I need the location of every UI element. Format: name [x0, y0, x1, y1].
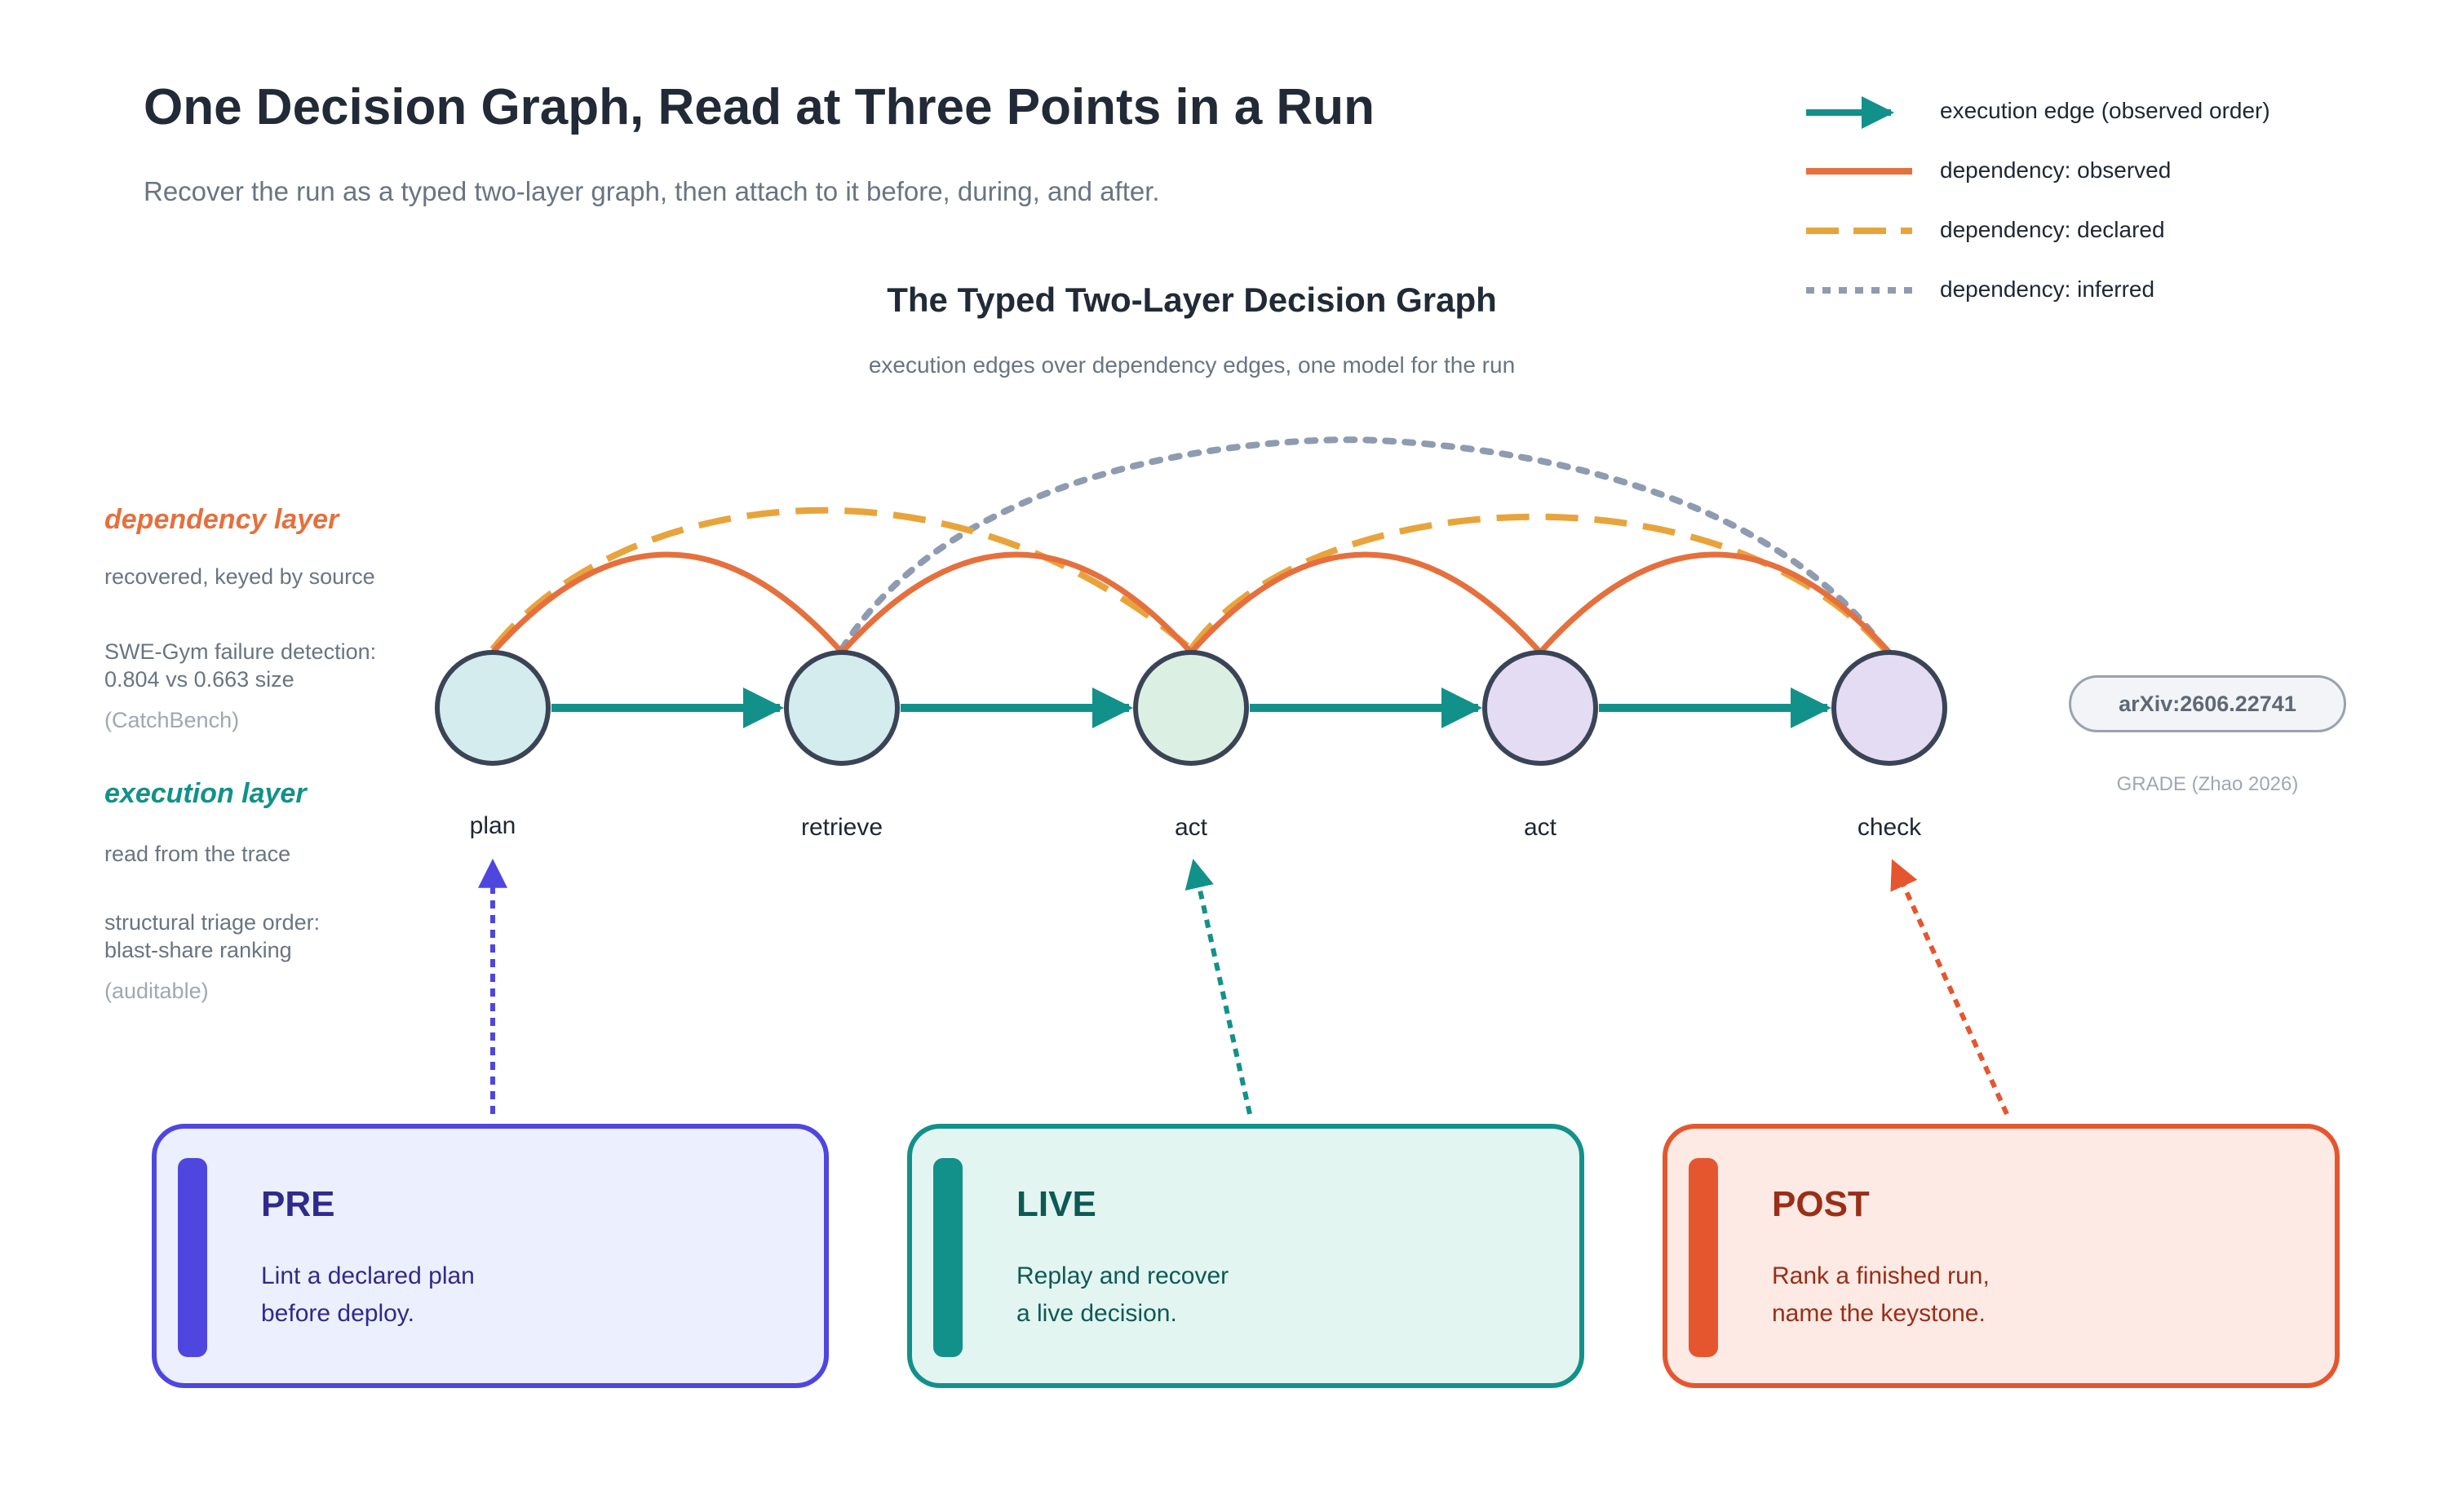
- execution-layer-metric: structural triage order: blast-share ran…: [104, 910, 321, 962]
- execution-layer-title: execution layer: [104, 778, 307, 809]
- graph-title: The Typed Two-Layer Decision Graph: [887, 281, 1497, 319]
- legend-swatches: [1806, 96, 1912, 294]
- execution-layer-note: read from the trace: [104, 842, 291, 866]
- legend-label-inferred: dependency: inferred: [1940, 276, 2155, 302]
- legend-label-execution: execution edge (observed order): [1940, 98, 2270, 123]
- dependency-layer-note: recovered, keyed by source: [104, 564, 375, 589]
- card-pre-accent-bar: [178, 1158, 207, 1357]
- node-label-act-1: act: [1174, 814, 1208, 841]
- node-check: [1831, 650, 1947, 766]
- dependency-layer-source: (CatchBench): [104, 708, 240, 732]
- dep-observed-retrieve-act: [839, 551, 1193, 655]
- node-act-1: [1133, 650, 1249, 766]
- dep-observed-act-act: [1189, 551, 1543, 655]
- card-post: POST Rank a finished run, name the keyst…: [1663, 1124, 2340, 1388]
- reference-note: GRADE (Zhao 2026): [2116, 773, 2299, 795]
- attach-arrow-post: [1890, 859, 2009, 1116]
- card-post-title: POST: [1772, 1184, 1870, 1224]
- node-label-act-2: act: [1523, 814, 1557, 841]
- card-pre-body: Lint a declared plan before deploy.: [261, 1262, 475, 1327]
- card-live-title: LIVE: [1016, 1184, 1096, 1224]
- dep-observed-act-check: [1538, 551, 1892, 655]
- node-plan: [435, 650, 551, 766]
- page-subtitle: Recover the run as a typed two-layer gra…: [144, 176, 1160, 206]
- card-live-body: Replay and recover a live decision.: [1016, 1262, 1229, 1327]
- attach-arrow-live: [1185, 858, 1252, 1115]
- card-live-accent-bar: [933, 1158, 963, 1357]
- card-post-body: Rank a finished run, name the keystone.: [1772, 1262, 1990, 1327]
- card-pre-title: PRE: [261, 1184, 335, 1224]
- card-live: LIVE Replay and recover a live decision.: [907, 1124, 1584, 1388]
- card-pre: PRE Lint a declared plan before deploy.: [152, 1124, 829, 1388]
- page-title: One Decision Graph, Read at Three Points…: [144, 79, 1375, 135]
- node-label-retrieve: retrieve: [800, 814, 883, 841]
- dep-inferred-retrieve-check: [839, 436, 1888, 652]
- legend-label-observed: dependency: observed: [1940, 157, 2172, 183]
- dependency-layer-metric: SWE-Gym failure detection: 0.804 vs 0.66…: [104, 639, 377, 692]
- node-label-check: check: [1857, 814, 1922, 841]
- node-label-plan: plan: [469, 812, 516, 839]
- legend-label-declared: dependency: declared: [1940, 217, 2165, 242]
- graph-subtitle: execution edges over dependency edges, o…: [868, 352, 1516, 378]
- dep-declared-plan-act: [489, 506, 1193, 652]
- node-act-2: [1482, 650, 1598, 766]
- arxiv-badge[interactable]: arXiv:2606.22741: [2069, 675, 2346, 732]
- dep-observed-plan-retrieve: [490, 551, 844, 655]
- dependency-layer-title: dependency layer: [104, 504, 339, 535]
- dep-declared-act-check: [1188, 513, 1887, 652]
- node-retrieve: [784, 650, 900, 766]
- card-post-accent-bar: [1689, 1158, 1718, 1357]
- execution-layer-source: (auditable): [104, 979, 209, 1003]
